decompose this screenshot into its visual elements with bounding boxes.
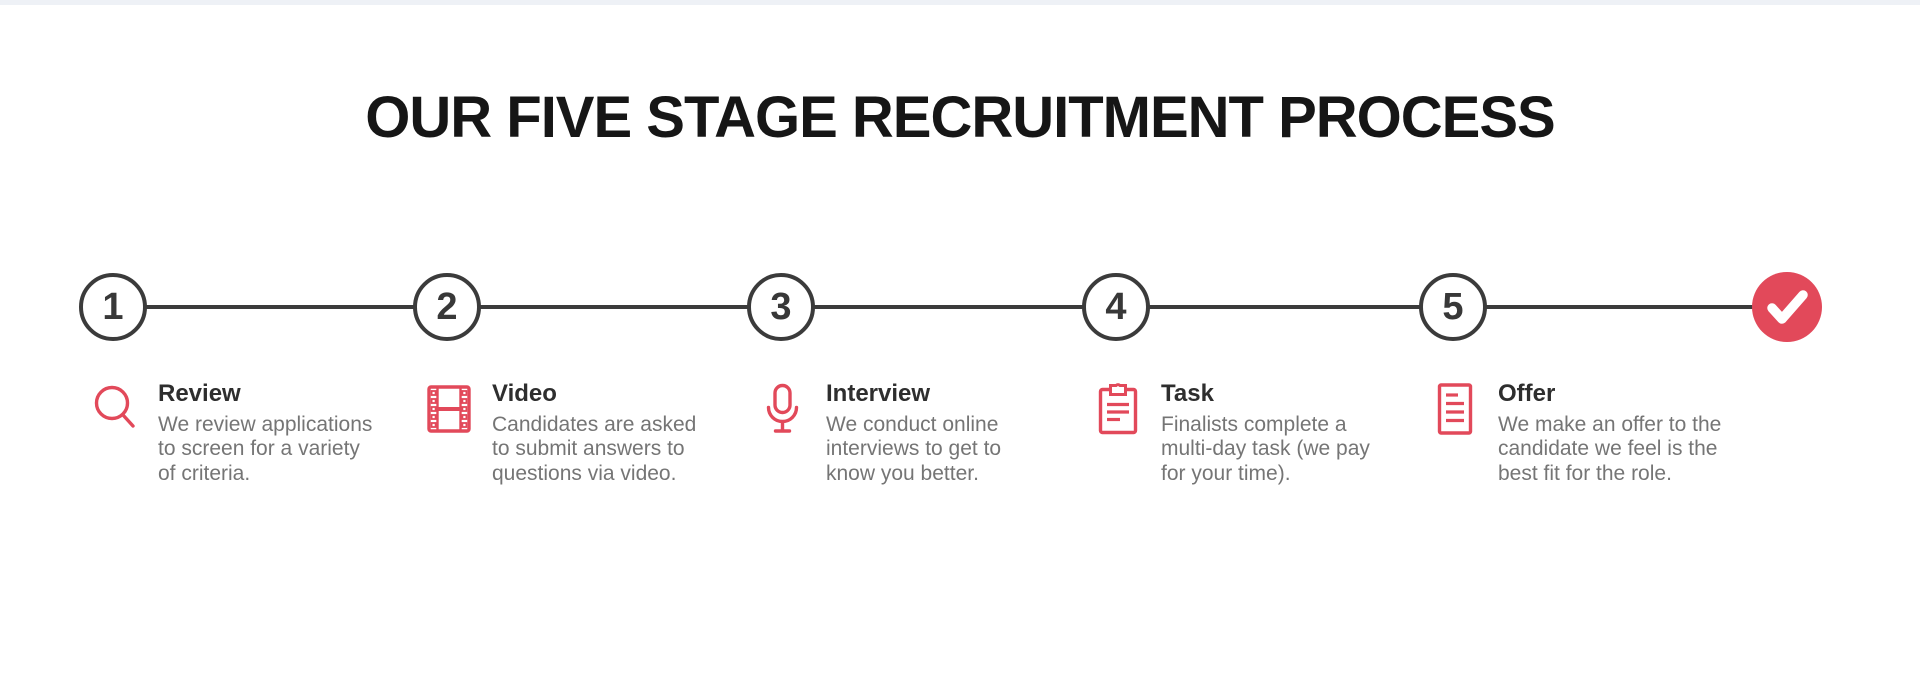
magnifier-icon bbox=[91, 382, 139, 436]
stage-text: Task Finalists complete a multi-day task… bbox=[1161, 380, 1404, 487]
stage-block-task: Task Finalists complete a multi-day task… bbox=[1094, 380, 1404, 487]
completed-node bbox=[1752, 272, 1822, 342]
stage-number: 5 bbox=[1442, 286, 1464, 328]
film-icon bbox=[425, 382, 473, 436]
stage-node-offer: 5 bbox=[1419, 273, 1487, 341]
top-accent-bar bbox=[0, 0, 1920, 5]
stage-number: 1 bbox=[102, 286, 124, 328]
stage-text: Review We review applications to screen … bbox=[158, 380, 401, 487]
stage-title: Offer bbox=[1498, 380, 1556, 407]
stage-description: Finalists complete a multi-day task (we … bbox=[1161, 412, 1370, 486]
stage-text: Video Candidates are asked to submit ans… bbox=[492, 380, 735, 487]
stage-block-review: Review We review applications to screen … bbox=[91, 380, 401, 487]
stage-title: Review bbox=[158, 380, 241, 407]
page-title: OUR FIVE STAGE RECRUITMENT PROCESS bbox=[365, 85, 1555, 150]
stage-description: Candidates are asked to submit answers t… bbox=[492, 412, 697, 486]
stage-node-interview: 3 bbox=[747, 273, 815, 341]
stage-number: 3 bbox=[770, 286, 792, 328]
stage-title: Interview bbox=[826, 380, 931, 407]
timeline-line bbox=[113, 305, 1787, 309]
stage-block-offer: Offer We make an offer to the candidate … bbox=[1431, 380, 1741, 487]
stage-title: Task bbox=[1161, 380, 1214, 407]
stage-block-interview: Interview We conduct online interviews t… bbox=[759, 380, 1069, 487]
stage-block-video: Video Candidates are asked to submit ans… bbox=[425, 380, 735, 487]
stage-description: We conduct online interviews to get to k… bbox=[826, 412, 1002, 486]
stage-description: We make an offer to the candidate we fee… bbox=[1498, 412, 1722, 486]
stage-node-task: 4 bbox=[1082, 273, 1150, 341]
stage-text: Offer We make an offer to the candidate … bbox=[1498, 380, 1741, 487]
stage-number: 4 bbox=[1105, 286, 1127, 328]
clipboard-icon bbox=[1094, 382, 1142, 436]
stage-title: Video bbox=[492, 380, 557, 407]
stage-node-video: 2 bbox=[413, 273, 481, 341]
microphone-icon bbox=[759, 382, 807, 436]
stage-node-review: 1 bbox=[79, 273, 147, 341]
checkmark-icon bbox=[1752, 272, 1822, 342]
document-icon bbox=[1431, 382, 1479, 436]
stage-text: Interview We conduct online interviews t… bbox=[826, 380, 1069, 487]
stage-description: We review applications to screen for a v… bbox=[158, 412, 373, 486]
stage-number: 2 bbox=[436, 286, 458, 328]
